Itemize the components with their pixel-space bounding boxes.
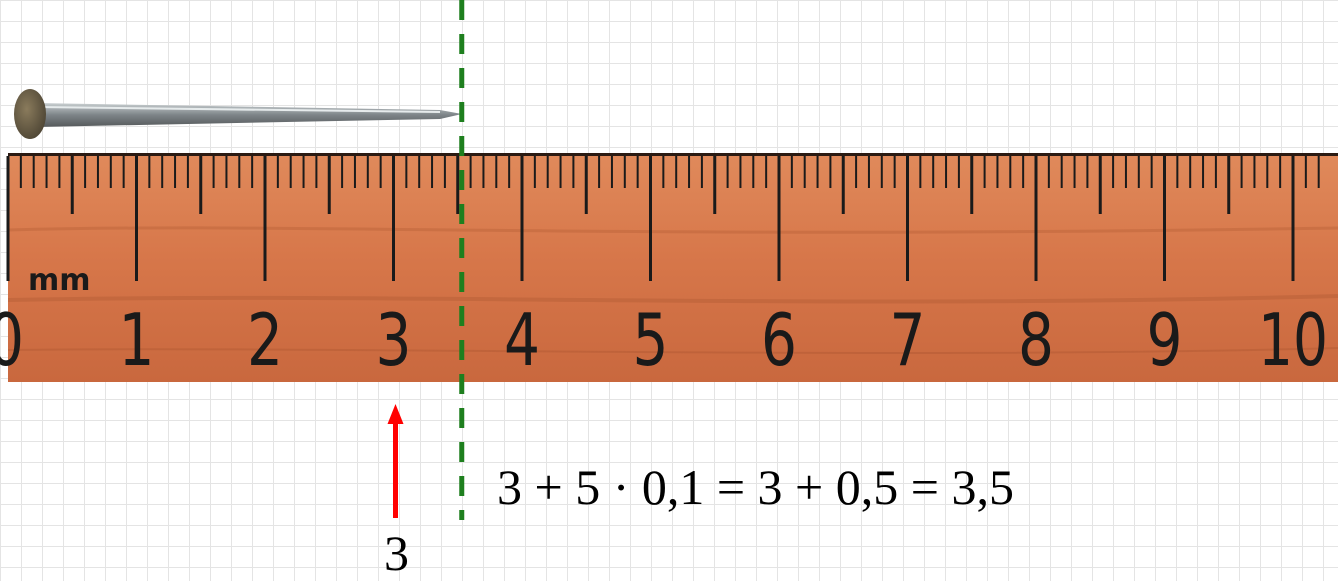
nail bbox=[14, 89, 462, 139]
tick-label: 7 bbox=[890, 298, 926, 382]
tick-label: 0 bbox=[0, 298, 24, 382]
marker-arrow-head bbox=[387, 404, 404, 424]
tick-label: 9 bbox=[1147, 298, 1183, 382]
tick-label: 3 bbox=[376, 298, 412, 382]
nail-shank bbox=[36, 103, 462, 127]
ruler-ticks bbox=[6, 156, 1320, 281]
tick-label: 4 bbox=[504, 298, 540, 382]
tick-label: 10 bbox=[1258, 298, 1328, 382]
ruler-tick-labels: 0 1 2 3 4 5 6 7 8 9 10 bbox=[0, 298, 1328, 382]
formula: 3 + 5 · 0,1 = 3 + 0,5 = 3,5 bbox=[497, 459, 1014, 515]
tick-label: 2 bbox=[247, 298, 283, 382]
tick-label: 6 bbox=[761, 298, 797, 382]
nail-head bbox=[14, 89, 46, 139]
ruler-unit-label: mm bbox=[28, 263, 91, 298]
ruler-body bbox=[8, 153, 1338, 382]
ruler-top-edge bbox=[8, 153, 1338, 156]
marker-arrow bbox=[387, 404, 404, 518]
nail-shank-highlight bbox=[39, 106, 441, 113]
marker-label: 3 bbox=[384, 525, 409, 581]
tick-label: 5 bbox=[633, 298, 669, 382]
tick-label: 8 bbox=[1018, 298, 1054, 382]
tick-label: 1 bbox=[119, 298, 155, 382]
